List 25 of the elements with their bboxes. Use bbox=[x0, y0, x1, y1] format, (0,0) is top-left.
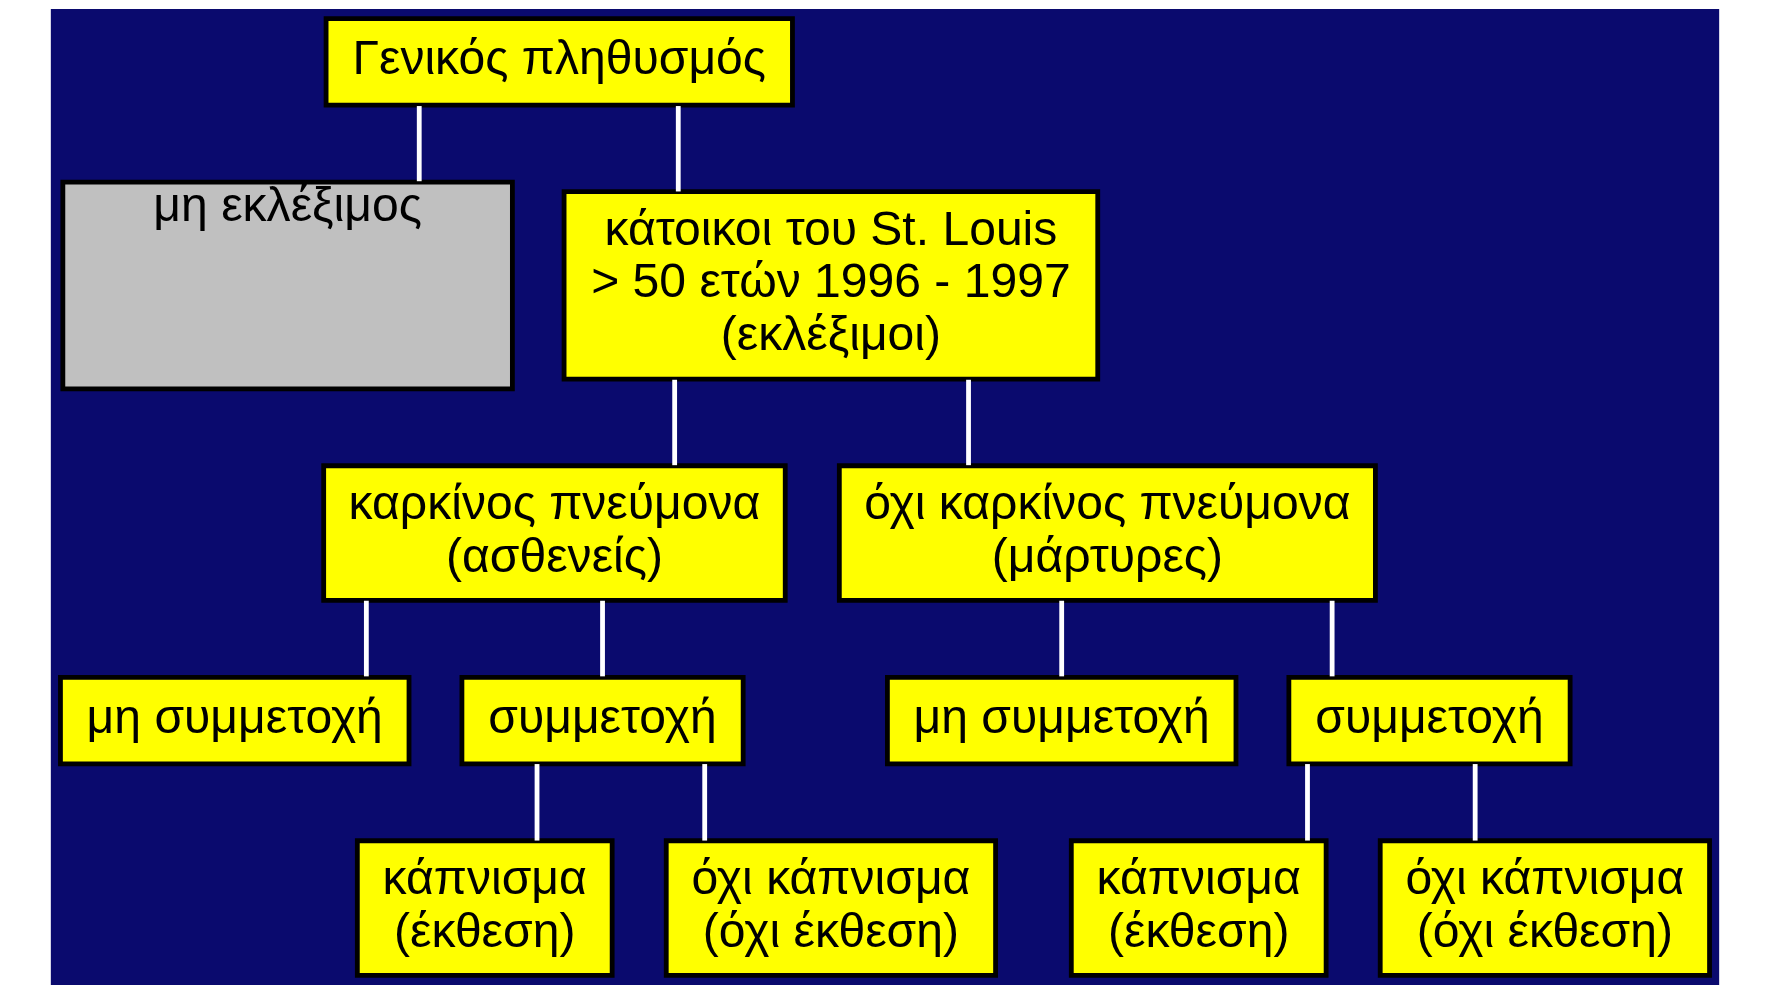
connector bbox=[1305, 763, 1310, 841]
connector bbox=[416, 105, 422, 181]
node-box: καρκίνος πνεύμονα (ασθενείς) bbox=[321, 462, 788, 603]
node-box: Γενικός πληθυσμός bbox=[323, 15, 795, 108]
node-box: συμμετοχή bbox=[1286, 674, 1573, 766]
connector bbox=[675, 105, 681, 191]
node-box: όχι κάπνισμα (όχι έκθεση) bbox=[1377, 837, 1712, 978]
node-box: κάπνισμα (έκθεση) bbox=[354, 837, 615, 978]
node-box: κάπνισμα (έκθεση) bbox=[1068, 837, 1329, 978]
node-box: κάτοικοι του St. Louis > 50 ετών 1996 - 1997 (εκλέξιμοι) bbox=[561, 188, 1101, 382]
connector bbox=[1059, 600, 1065, 676]
node-box: μη συμμετοχή bbox=[58, 674, 412, 766]
node-box: μη εκλέξιμος bbox=[60, 179, 515, 391]
connector bbox=[1329, 600, 1335, 676]
connector bbox=[966, 379, 971, 465]
node-box: όχι κάπνισμα (όχι έκθεση) bbox=[663, 837, 998, 978]
connector bbox=[702, 763, 708, 841]
node-box: συμμετοχή bbox=[459, 674, 746, 766]
node-box: μη συμμετοχή bbox=[885, 674, 1239, 766]
connector bbox=[600, 600, 605, 676]
connector bbox=[363, 600, 369, 676]
connector bbox=[672, 379, 678, 465]
connector bbox=[534, 763, 540, 841]
node-box: όχι καρκίνος πνεύμονα (μάρτυρες) bbox=[836, 462, 1378, 603]
connector bbox=[1472, 763, 1478, 841]
